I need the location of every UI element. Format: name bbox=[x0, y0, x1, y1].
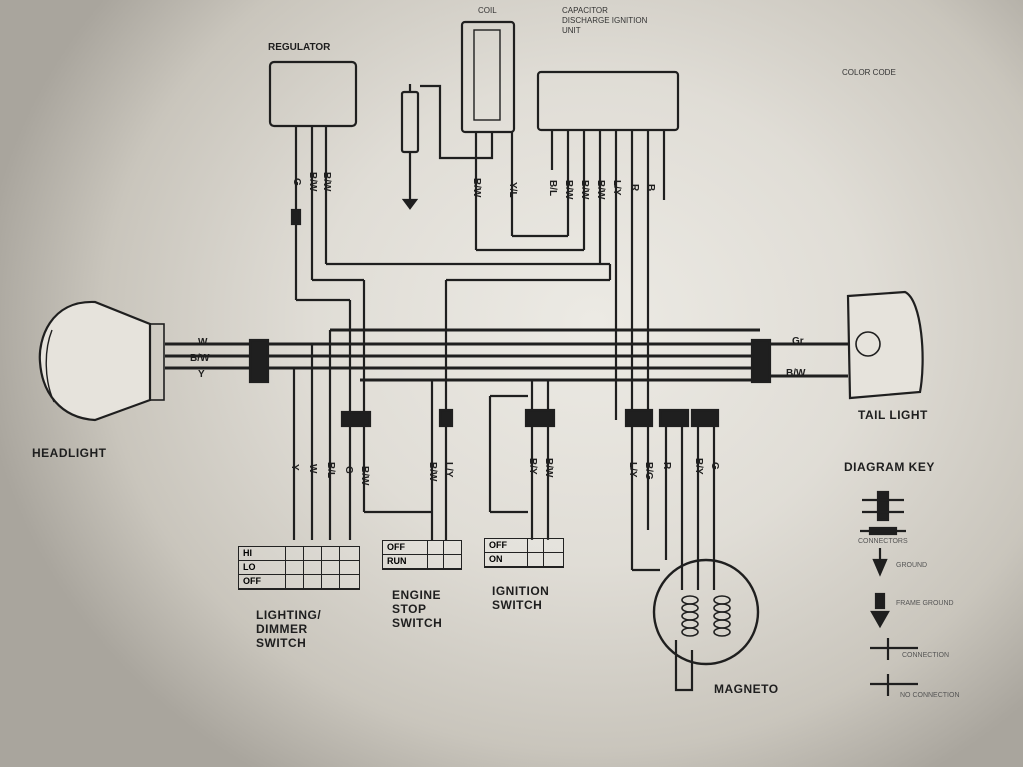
lighting-switch-wire-label: B/W bbox=[359, 466, 370, 486]
lighting-switch-wire-label: G bbox=[343, 466, 354, 474]
switch-row: LO bbox=[239, 561, 359, 575]
engine-stop-line: STOP bbox=[392, 602, 427, 616]
color-code-title: COLOR CODE bbox=[842, 68, 896, 77]
magneto-label: MAGNETO bbox=[714, 682, 779, 696]
tail-wire-label: Gr bbox=[792, 336, 804, 347]
switch-row: HI bbox=[239, 547, 359, 561]
key-connection-label: CONNECTION bbox=[902, 652, 950, 659]
key-frame-ground-label: FRAME GROUND bbox=[896, 600, 954, 607]
ignition-switch-wire-label: B/W bbox=[543, 458, 554, 478]
lighting-switch-wire-label: B/L bbox=[325, 462, 336, 479]
lighting-switch-caption: LIGHTING/ DIMMER SWITCH bbox=[256, 608, 321, 650]
coil-wire-label: B/W bbox=[471, 178, 482, 198]
engine-stop-line: ENGINE bbox=[392, 588, 442, 602]
lighting-switch-line: DIMMER bbox=[256, 622, 308, 636]
cdi-wire-label: B bbox=[645, 184, 656, 192]
magneto-wire-label: R bbox=[661, 462, 672, 470]
switch-row: OFF bbox=[485, 539, 563, 553]
cdi-wire-label: B/W bbox=[563, 180, 574, 200]
tail-light-label: TAIL LIGHT bbox=[858, 408, 928, 422]
cdi-wire-label: B/W bbox=[579, 180, 590, 200]
cdi-wire-label: B/W bbox=[595, 180, 606, 200]
headlight-wire-label: B/W bbox=[190, 353, 210, 364]
tail-wire-label: B/W bbox=[786, 368, 806, 379]
diagram-key-title: DIAGRAM KEY bbox=[844, 460, 935, 474]
headlight-housing bbox=[38, 300, 152, 422]
key-no-connection-label: NO CONNECTION bbox=[900, 692, 960, 699]
lighting-switch-line: LIGHTING/ bbox=[256, 608, 322, 622]
magneto-wire-label: B/G bbox=[643, 462, 654, 480]
lighting-switch-line: SWITCH bbox=[256, 636, 307, 650]
headlight-label: HEADLIGHT bbox=[32, 446, 107, 460]
cdi-unit-label: CAPACITOR DISCHARGE IGNITION UNIT bbox=[562, 6, 648, 35]
cdi-wire-label: R bbox=[629, 184, 640, 192]
magneto-circle bbox=[652, 558, 760, 666]
engine-stop-switch-table: OFF RUN bbox=[382, 540, 462, 570]
cdi-wire-label: B/L bbox=[547, 180, 558, 197]
engine-stop-line: SWITCH bbox=[392, 616, 443, 630]
tail-light-housing bbox=[846, 290, 924, 400]
ignition-switch-caption: IGNITION SWITCH bbox=[492, 584, 549, 612]
regulator-wire-label: B/W bbox=[321, 172, 332, 192]
coil-box bbox=[460, 20, 516, 134]
switch-row: ON bbox=[485, 553, 563, 567]
cdi-box bbox=[536, 70, 680, 132]
cdi-wire-label: L/Y bbox=[611, 180, 622, 196]
engine-stop-switch-caption: ENGINE STOP SWITCH bbox=[392, 588, 442, 630]
lighting-switch-table: HI LO OFF bbox=[238, 546, 360, 590]
coil-wire-label: Y/L bbox=[507, 182, 518, 198]
switch-row: OFF bbox=[383, 541, 461, 555]
switch-row: OFF bbox=[239, 575, 359, 589]
ignition-switch-wire-label: B/Y bbox=[527, 458, 538, 475]
lighting-switch-wire-label: Y bbox=[289, 464, 300, 471]
key-connectors-label: CONNECTORS bbox=[858, 538, 908, 545]
magneto-wire-label: G bbox=[709, 462, 720, 470]
stop-switch-wire-label: L/Y bbox=[443, 462, 454, 478]
magneto-wire-label: L/Y bbox=[627, 462, 638, 478]
ignition-switch-table: OFF ON bbox=[484, 538, 564, 568]
headlight-wire-label: W bbox=[198, 337, 208, 348]
magneto-wire-label: B/Y bbox=[693, 458, 704, 475]
regulator-label: REGULATOR bbox=[268, 42, 331, 53]
ignition-switch-line: IGNITION bbox=[492, 584, 550, 598]
key-ground-label: GROUND bbox=[896, 562, 928, 569]
regulator-wire-label: G bbox=[291, 178, 302, 186]
lighting-switch-wire-label: W bbox=[307, 464, 318, 474]
stop-switch-wire-label: B/W bbox=[427, 462, 438, 482]
spark-plug bbox=[400, 90, 420, 154]
ignition-switch-line: SWITCH bbox=[492, 598, 543, 612]
headlight-wire-label: Y bbox=[198, 369, 205, 380]
switch-row: RUN bbox=[383, 555, 461, 569]
regulator-box bbox=[268, 60, 358, 128]
coil-label: COIL bbox=[478, 6, 497, 15]
regulator-wire-label: B/W bbox=[307, 172, 318, 192]
